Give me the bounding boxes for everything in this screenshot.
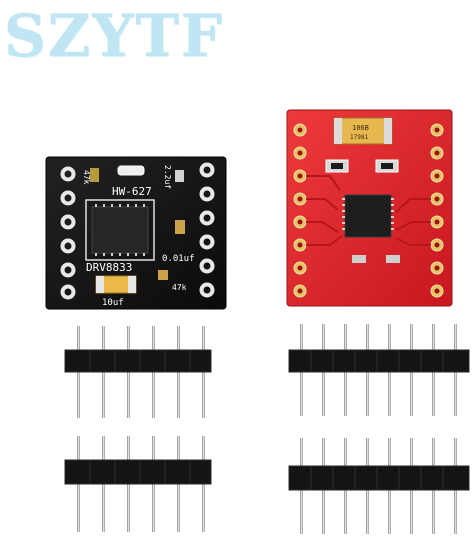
led-component xyxy=(117,165,145,176)
brand-watermark: SZYTF xyxy=(4,2,224,70)
label-r2: 47k xyxy=(172,283,187,292)
pin-header-6-top xyxy=(64,326,212,418)
cap-marking-1: 106B xyxy=(352,124,369,132)
red-board-chip xyxy=(344,194,392,238)
label-cap1: 2.2uf xyxy=(163,165,172,189)
cap-marking-2: 17981 xyxy=(350,134,368,141)
label-chip: DRV8833 xyxy=(86,261,132,274)
label-cap2: 0.01uf xyxy=(162,254,195,264)
pin-header-8-top xyxy=(288,324,470,416)
label-r1: 47k xyxy=(82,170,91,185)
black-board-right-pads xyxy=(199,162,215,298)
black-driver-board: HW-627 DRV8833 47k 2.2uf 0.01uf 47k 10uf xyxy=(45,156,227,310)
pin-header-6-bottom xyxy=(64,436,212,532)
label-cap3: 10uf xyxy=(102,298,124,308)
drv8833-chip xyxy=(91,206,149,254)
pin-header-8-bottom xyxy=(288,438,470,534)
black-board-left-pads xyxy=(60,166,76,300)
red-driver-board: 106B 17981 xyxy=(286,109,453,307)
label-model: HW-627 xyxy=(112,185,152,198)
